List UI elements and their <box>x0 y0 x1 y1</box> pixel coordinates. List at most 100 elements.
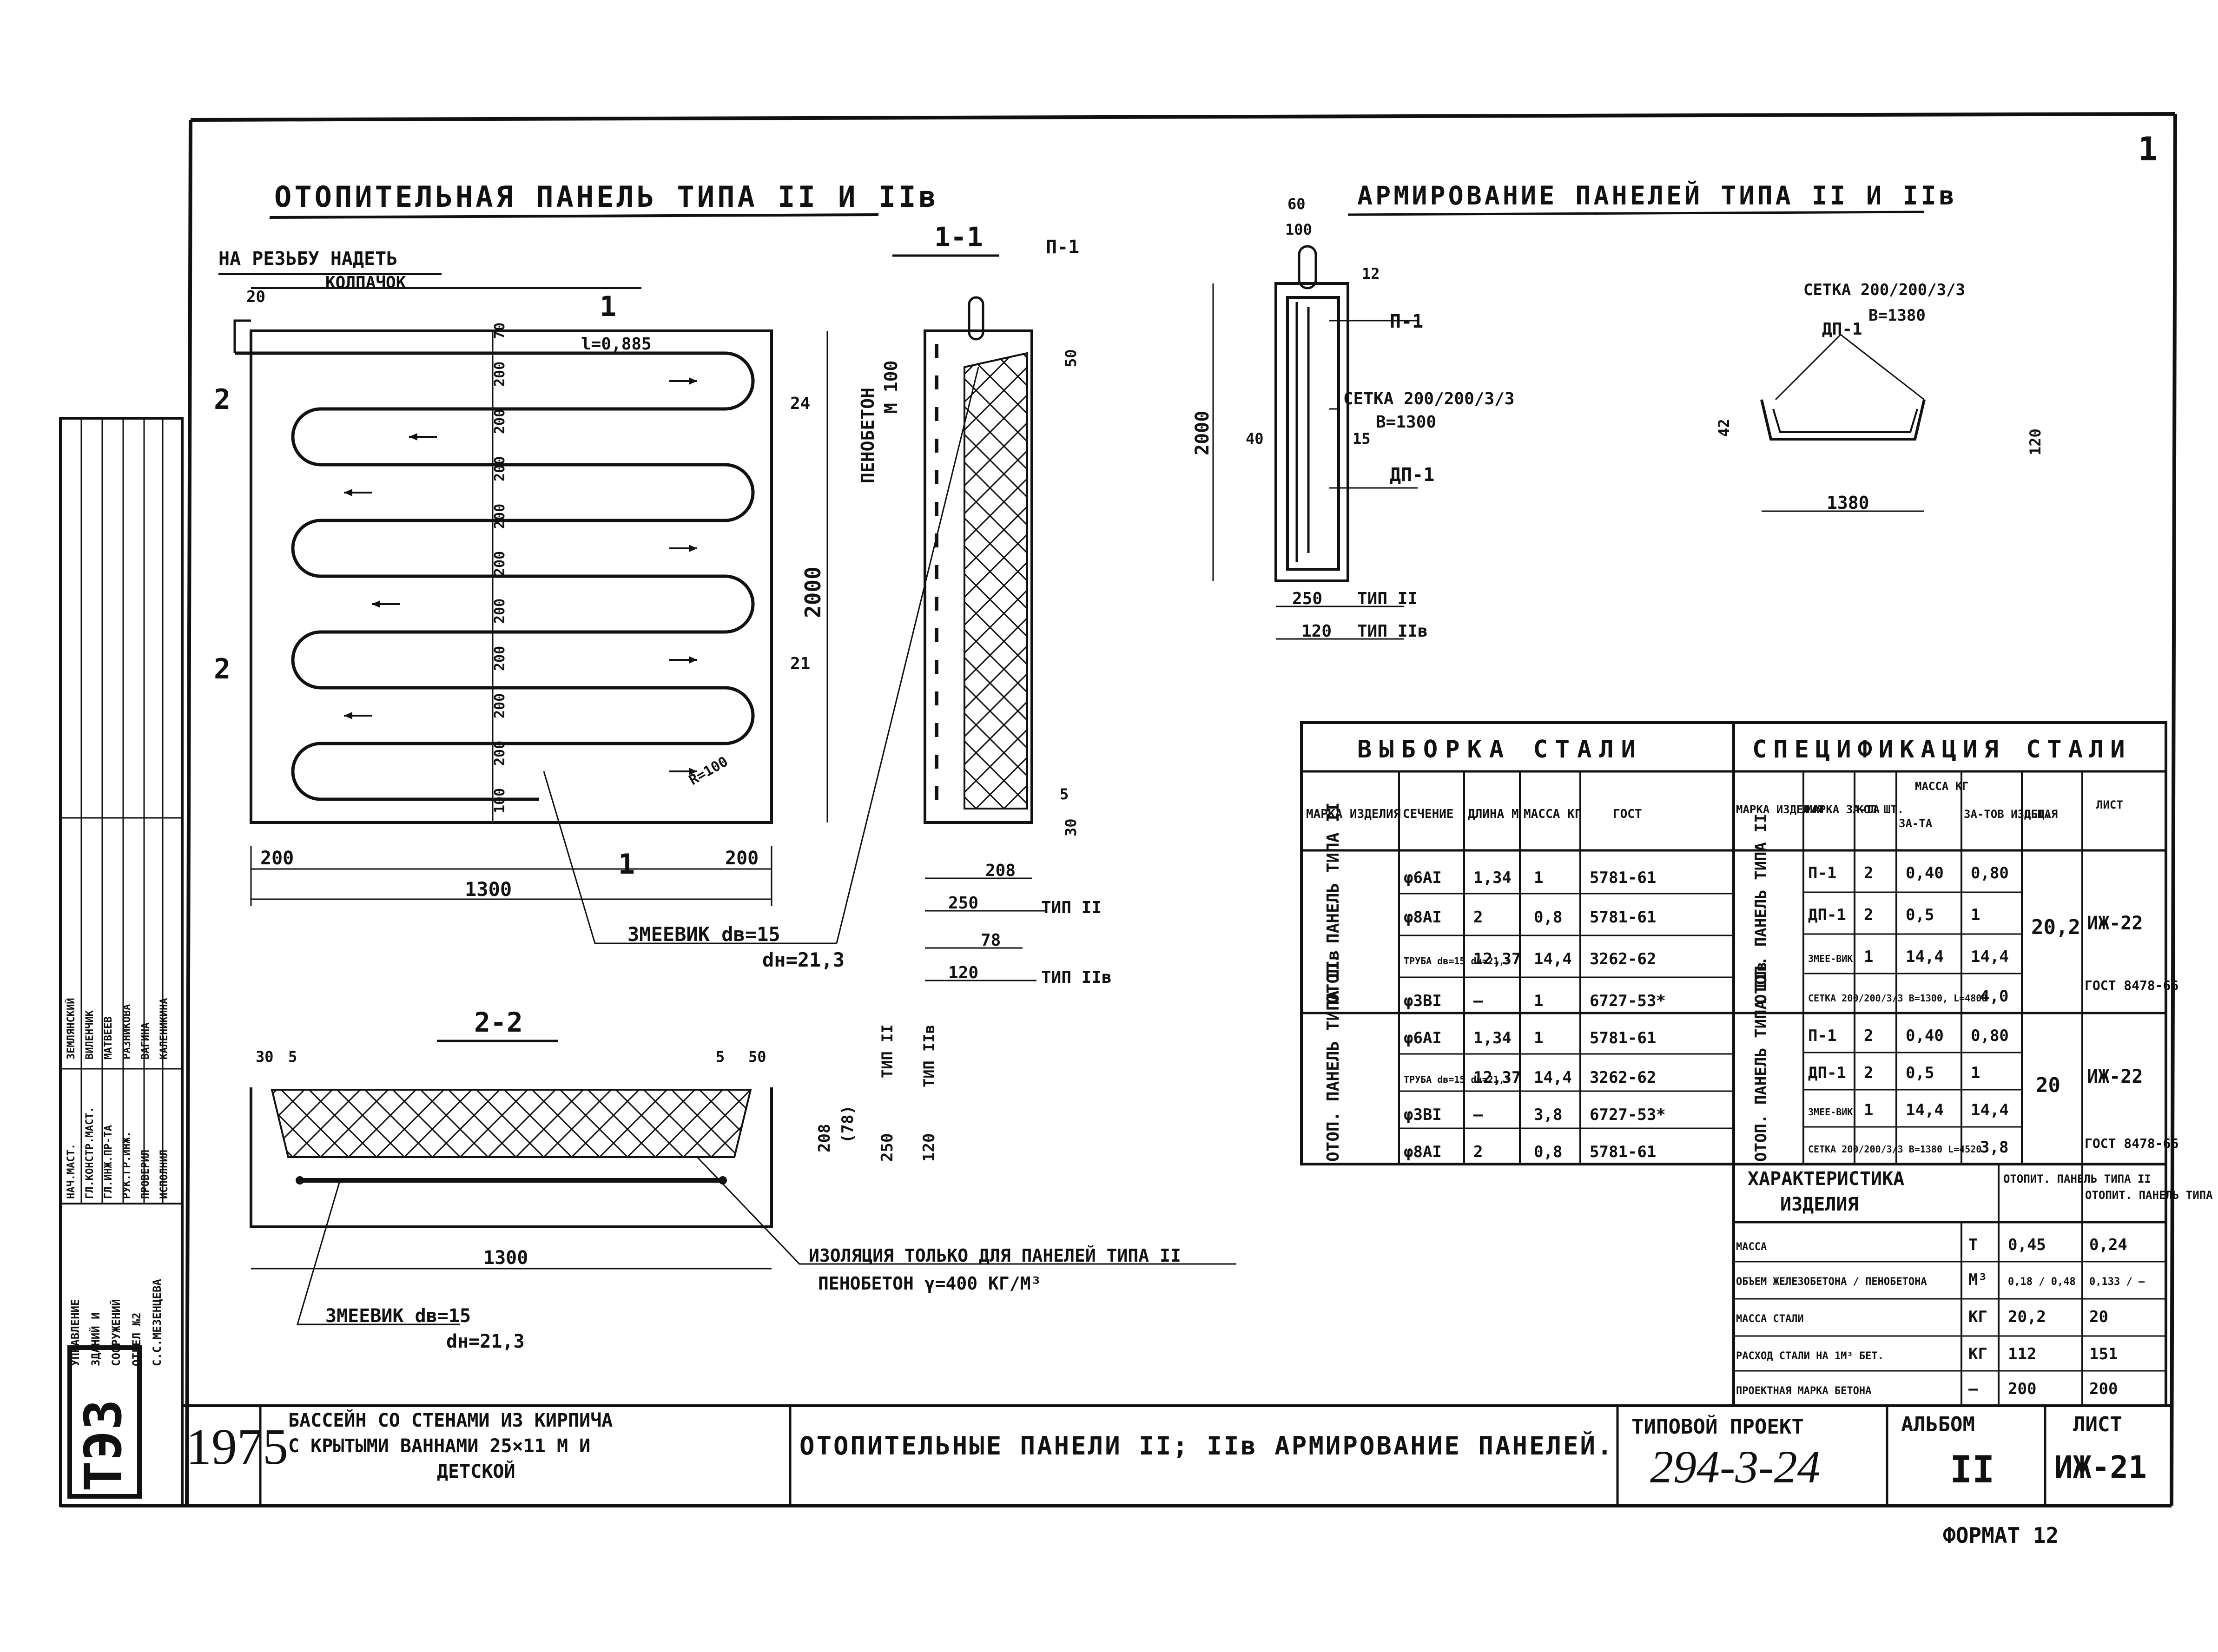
mesh-b-b: В=1380 <box>1868 306 1926 325</box>
mesh-a-b: В=1300 <box>1376 413 1436 432</box>
type-2b-label-a: ТИП IIв <box>1041 968 1112 987</box>
p1-callout-top: П-1 <box>1046 237 1079 258</box>
sel-cell: 1 <box>1534 992 1543 1010</box>
dim-50-b: 50 <box>748 1048 766 1066</box>
spec-header: ЛИСТ <box>2096 798 2123 811</box>
dim-24: 24 <box>790 394 810 413</box>
cut-2-left: 2 <box>214 653 231 685</box>
spec-cell: СЕТКА 200/200/3/3 В=1380 L=4520 <box>1808 1144 1981 1155</box>
signature-name: МАТВЕЕВ <box>103 1016 114 1060</box>
spec-header: ЗА-ТОВ ИЗДЕЛ. <box>1964 808 2051 821</box>
sel-cell: 14,4 <box>1534 1068 1572 1087</box>
char-cell: 0,133 / — <box>2089 1276 2145 1288</box>
spacing-dim: 200 <box>492 456 508 481</box>
dp1-callout-b: ДП-1 <box>1822 320 1862 339</box>
dim-40: 40 <box>1246 430 1264 448</box>
spec-cell: 0,40 <box>1906 864 1944 882</box>
signature-role: ГЛ.ИНЖ.ПР-ТА <box>103 1125 114 1199</box>
flow-arrow-head <box>689 656 697 664</box>
spec-cell: 14,4 <box>1971 948 2009 966</box>
sel-cell: φ8АI <box>1404 1143 1442 1161</box>
char-cell: 20 <box>2089 1308 2108 1326</box>
char-cell: — <box>1968 1380 1978 1398</box>
sel-cell: 0,8 <box>1534 1143 1562 1161</box>
char-cell: КГ <box>1968 1345 1987 1363</box>
project-desc-3: ДЕТСКОЙ <box>437 1460 515 1482</box>
spec-cell: 2 <box>1864 1027 1873 1045</box>
spec-sheet-1b: ГОСТ 8478-66 <box>2085 978 2178 993</box>
sel-cell: φ3ВI <box>1404 1106 1442 1124</box>
dim-2000: 2000 <box>800 566 825 618</box>
spec-cell: 0,80 <box>1971 864 2009 882</box>
signature-name: РАЗНИКОВА <box>121 1004 133 1060</box>
mesh-section: СЕТКА 200/200/3/3 В=1380 ДП-1 1380 42 12… <box>1715 281 2044 513</box>
spacing-dim: 200 <box>492 693 508 718</box>
spec-cell: 14,4 <box>1906 1101 1944 1119</box>
spacing-dim: 200 <box>492 504 508 529</box>
char-cell: 0,24 <box>2089 1236 2127 1254</box>
dim-5-d: 5 <box>716 1048 725 1066</box>
char-cell: 112 <box>2008 1345 2036 1363</box>
radius-label: R=100 <box>687 753 731 788</box>
dim-78: 78 <box>981 931 1001 950</box>
sel-cell: 6727-53* <box>1590 992 1666 1010</box>
title-left: ОТОПИТЕЛЬНАЯ ПАНЕЛЬ ТИПА II И IIв <box>274 180 939 214</box>
dim-12: 12 <box>1362 265 1380 283</box>
side-label: ЗДАНИЙ И <box>89 1312 102 1366</box>
spec-cell: 1 <box>1864 948 1873 966</box>
spec-cell: ЗМЕЕ-ВИК <box>1808 1106 1853 1118</box>
thread-note-1: НА РЕЗЬБУ НАДЕТЬ <box>218 248 397 270</box>
sel-cell: φ6АI <box>1404 869 1442 887</box>
spec-sheet-2: ИЖ-22 <box>2087 1066 2143 1087</box>
spec-header: КОЛ ШТ. <box>1857 803 1904 816</box>
spec-header: ОБЩАЯ <box>2024 808 2058 821</box>
spec-cell: 0,5 <box>1906 1064 1934 1082</box>
dim-100: 100 <box>1285 221 1312 238</box>
char-cell: 200 <box>2008 1380 2036 1398</box>
sel-cell: — <box>1473 1106 1483 1124</box>
dim-21: 21 <box>790 654 810 673</box>
spec-cell: 3,8 <box>1980 1138 2008 1157</box>
char-title-1: ХАРАКТЕРИСТИКА <box>1748 1168 1904 1190</box>
sel-cell: 2 <box>1473 1143 1483 1161</box>
spec-cell: 0,5 <box>1906 906 1934 924</box>
flow-arrow-head <box>689 545 697 552</box>
foam-label-2: М 100 <box>881 361 901 414</box>
sel-cell: 3262-62 <box>1590 950 1656 968</box>
dim-250-b: 250 <box>878 1133 897 1162</box>
sel-cell: φ3ВI <box>1404 992 1442 1010</box>
char-title-2: ИЗДЕЛИЯ <box>1780 1194 1859 1215</box>
section-2-2: 2-2 1300 30 5 5 50 208 (78) 250 120 ТИП … <box>250 1007 1236 1352</box>
section-1-1-label: 1-1 <box>934 221 983 253</box>
dim-2000-b: 2000 <box>1192 411 1213 455</box>
thread-note-2: КОЛПАЧОК <box>325 273 406 292</box>
dim-1300: 1300 <box>465 878 512 901</box>
project-label: ТИПОВОЙ ПРОЕКТ <box>1631 1414 1804 1439</box>
sheet-number: ИЖ-21 <box>2054 1449 2147 1485</box>
cut-1-top: 1 <box>600 290 616 323</box>
sel-cell: 1,34 <box>1473 1029 1512 1047</box>
reinforcement-section: 2000 60 100 12 40 15 П-1 СЕТКА 200/200/3… <box>1192 195 1514 641</box>
spec-header: МАРКА ЗА-ТА <box>1806 803 1880 816</box>
sel-cell: φ8АI <box>1404 908 1442 927</box>
char-cell: МАССА СТАЛИ <box>1736 1313 1804 1325</box>
l-value: l=0,885 <box>581 335 652 354</box>
spec-header: МАССА КГ <box>1915 780 1969 793</box>
side-label: С.С.МЕЗЕНЦЕВА <box>151 1279 164 1366</box>
sheet-label: ЛИСТ <box>2073 1413 2122 1436</box>
sel-cell: 1 <box>1534 869 1543 887</box>
steel-spec-title: СПЕЦИФИКАЦИЯ СТАЛИ <box>1752 736 2132 763</box>
dim-5-c: 5 <box>288 1048 297 1066</box>
sel-cell: — <box>1473 992 1483 1010</box>
dim-50-a: 50 <box>1062 349 1080 367</box>
flow-arrow-head <box>689 768 697 775</box>
characteristics-table: ХАРАКТЕРИСТИКА ИЗДЕЛИЯ ОТОПИТ. ПАНЕЛЬ ТИ… <box>1732 1163 2218 1407</box>
dim-15: 15 <box>1353 430 1371 448</box>
char-cell: М³ <box>1968 1270 1987 1289</box>
sel-cell: 5781-61 <box>1590 908 1656 927</box>
type-2b-label-b: ТИП IIв <box>920 1025 938 1087</box>
sel-cell: 5781-61 <box>1590 869 1656 887</box>
project-number: 294-3-24 <box>1650 1441 1821 1493</box>
